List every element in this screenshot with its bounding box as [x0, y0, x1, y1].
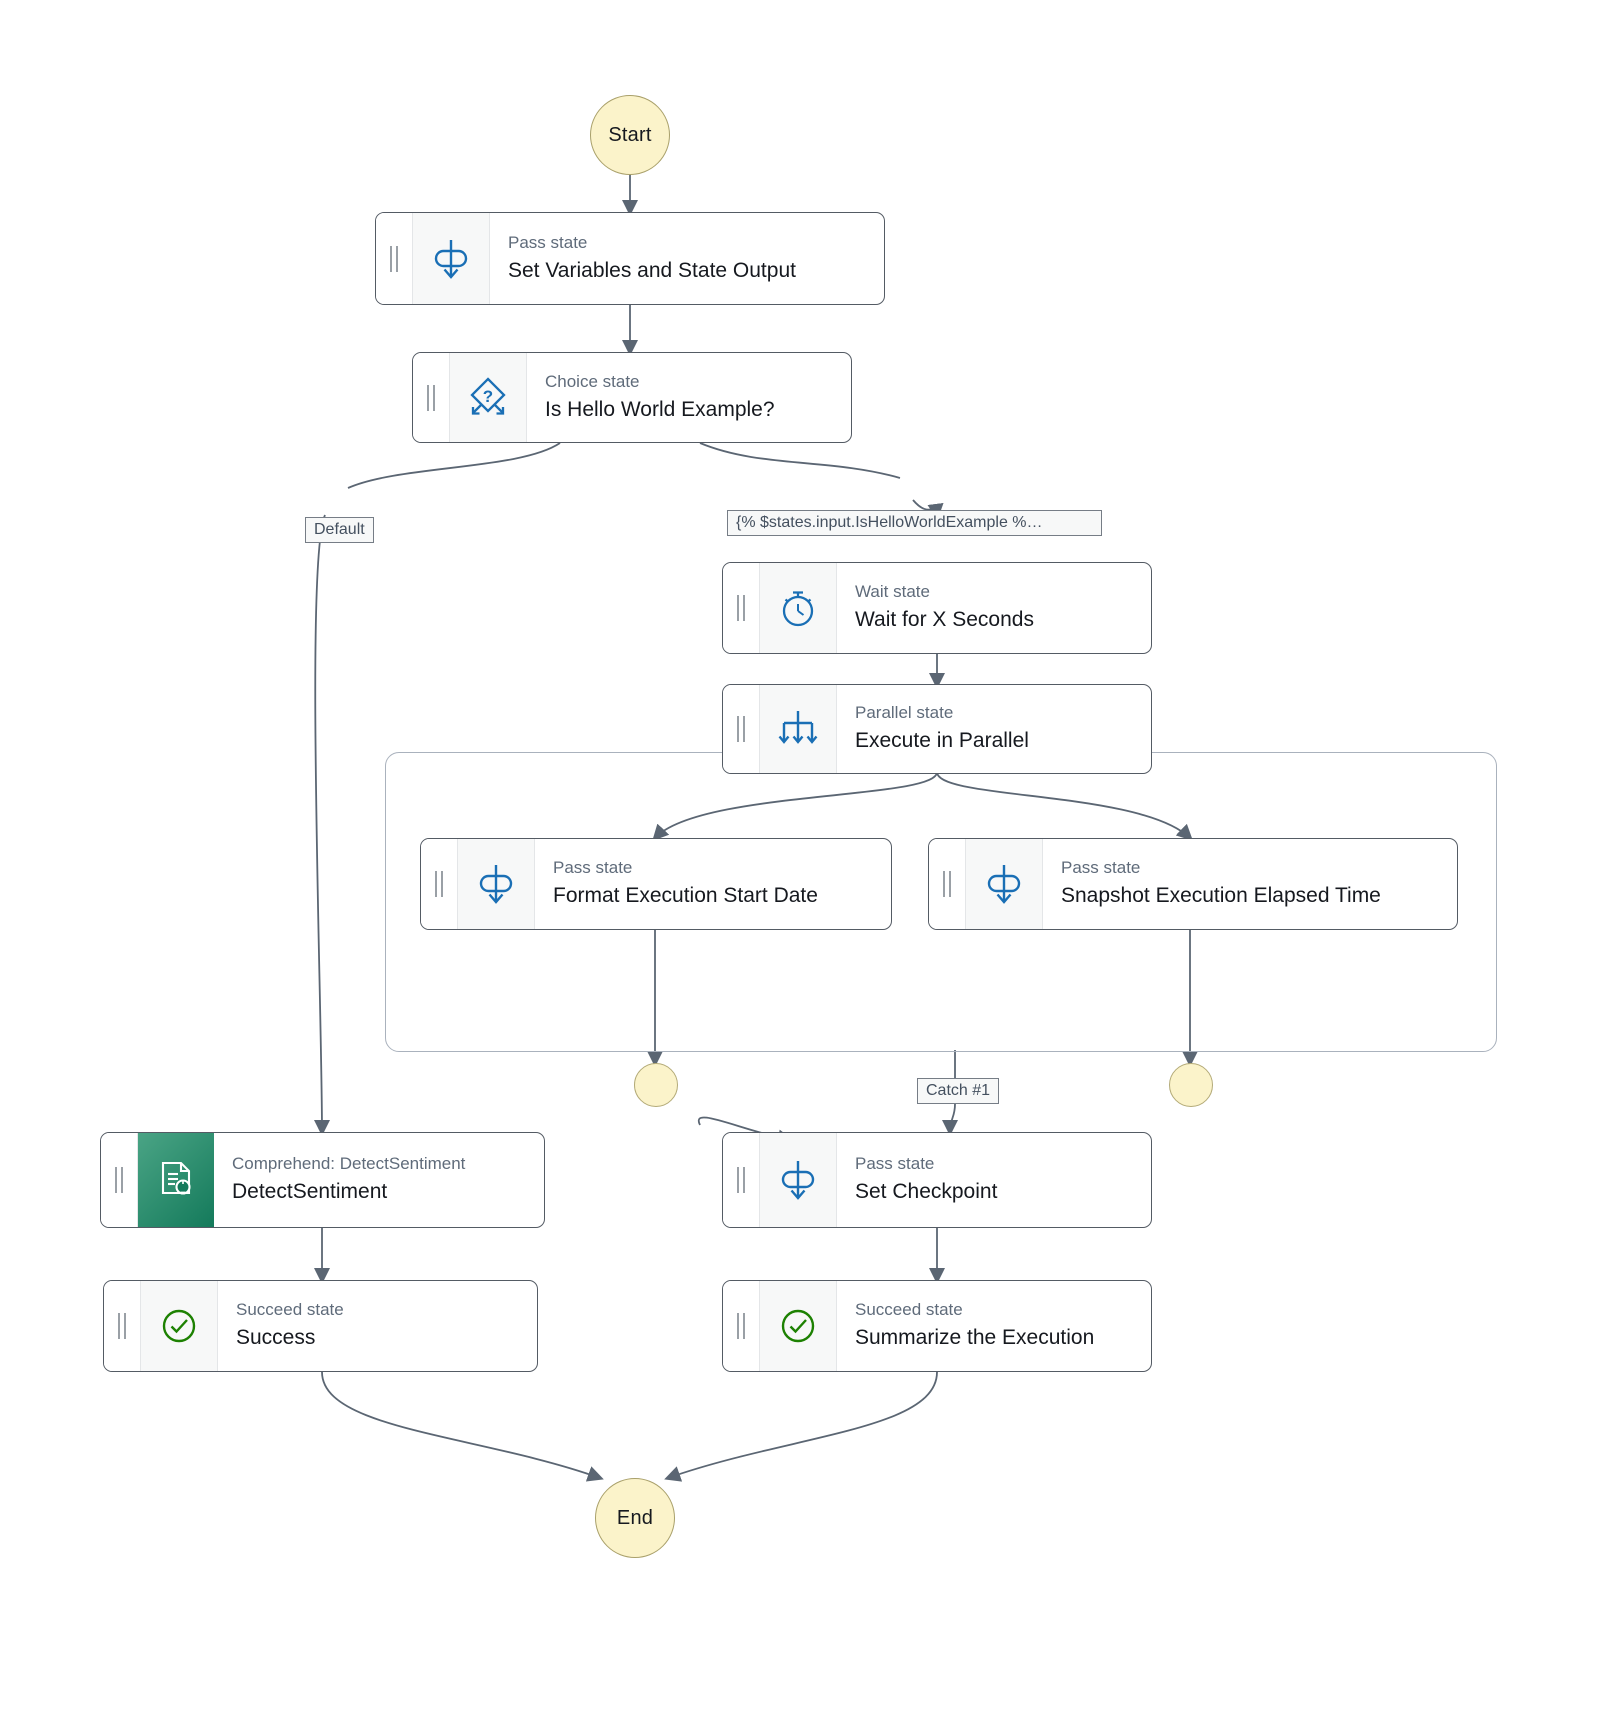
edge-label-default[interactable]: Default: [305, 517, 374, 543]
state-title-label: Is Hello World Example?: [545, 397, 775, 421]
state-node-success[interactable]: Succeed state Success: [103, 1280, 538, 1372]
state-kind-label: Succeed state: [236, 1300, 344, 1320]
pass-state-icon: [966, 839, 1043, 929]
state-title-label: Format Execution Start Date: [553, 884, 818, 908]
drag-handle[interactable]: [723, 563, 760, 653]
state-kind-label: Parallel state: [855, 703, 954, 723]
edge-label-catch-text: Catch #1: [926, 1082, 991, 1099]
start-label: Start: [608, 123, 652, 146]
state-title-label: Snapshot Execution Elapsed Time: [1061, 884, 1381, 908]
edge-label-default-text: Default: [314, 521, 365, 538]
drag-handle[interactable]: [723, 685, 760, 773]
state-title-label: Success: [236, 1326, 316, 1350]
edge-label-choice-condition[interactable]: {% $states.input.IsHelloWorldExample %…: [727, 510, 1102, 536]
end-label: End: [616, 1506, 654, 1529]
state-node-execute-in-parallel[interactable]: Parallel state Execute in Parallel: [722, 684, 1152, 774]
succeed-state-icon: [141, 1281, 218, 1371]
drag-handle[interactable]: [929, 839, 966, 929]
state-title-label: Set Variables and State Output: [508, 258, 796, 282]
state-node-set-checkpoint[interactable]: Pass state Set Checkpoint: [722, 1132, 1152, 1228]
state-kind-label: Wait state: [855, 582, 930, 602]
drag-handle[interactable]: [376, 213, 413, 304]
parallel-branch-end-terminal-2[interactable]: [1169, 1063, 1213, 1107]
state-kind-label: Pass state: [1061, 858, 1141, 878]
state-title-label: Set Checkpoint: [855, 1180, 998, 1204]
drag-handle[interactable]: [421, 839, 458, 929]
state-node-format-execution-start-date[interactable]: Pass state Format Execution Start Date: [420, 838, 892, 930]
drag-handle[interactable]: [104, 1281, 141, 1371]
choice-state-icon: ?: [450, 353, 527, 442]
parallel-branch-end-terminal-1[interactable]: [634, 1063, 678, 1107]
state-node-snapshot-execution-elapsed-time[interactable]: Pass state Snapshot Execution Elapsed Ti…: [928, 838, 1458, 930]
drag-handle[interactable]: [413, 353, 450, 442]
state-node-set-variables-and-state-output[interactable]: Pass state Set Variables and State Outpu…: [375, 212, 885, 305]
state-node-wait-for-x-seconds[interactable]: Wait state Wait for X Seconds: [722, 562, 1152, 654]
start-terminal[interactable]: Start: [590, 95, 670, 175]
state-title-label: Execute in Parallel: [855, 729, 1029, 753]
edge-label-choice-condition-text: {% $states.input.IsHelloWorldExample %…: [736, 514, 1043, 531]
svg-text:?: ?: [483, 387, 493, 406]
state-kind-label: Pass state: [855, 1154, 935, 1174]
state-kind-label: Pass state: [508, 232, 588, 252]
state-kind-label: Succeed state: [855, 1300, 963, 1320]
pass-state-icon: [413, 213, 490, 304]
state-kind-label: Pass state: [553, 858, 633, 878]
state-title-label: Summarize the Execution: [855, 1326, 1095, 1350]
state-node-is-hello-world-example[interactable]: ? Choice state Is Hello World Example?: [412, 352, 852, 443]
pass-state-icon: [458, 839, 535, 929]
state-title-label: DetectSentiment: [232, 1180, 388, 1204]
state-node-summarize-the-execution[interactable]: Succeed state Summarize the Execution: [722, 1280, 1152, 1372]
drag-handle[interactable]: [723, 1133, 760, 1227]
succeed-state-icon: [760, 1281, 837, 1371]
drag-handle[interactable]: [723, 1281, 760, 1371]
state-title-label: Wait for X Seconds: [855, 608, 1034, 632]
state-kind-label: Choice state: [545, 371, 640, 391]
end-terminal[interactable]: End: [595, 1478, 675, 1558]
parallel-state-icon: [760, 685, 837, 773]
drag-handle[interactable]: [101, 1133, 138, 1227]
edge-label-catch[interactable]: Catch #1: [917, 1078, 1000, 1104]
state-kind-label: Comprehend: DetectSentiment: [232, 1154, 466, 1174]
wait-state-icon: [760, 563, 837, 653]
pass-state-icon: [760, 1133, 837, 1227]
comprehend-detect-sentiment-icon: [138, 1133, 214, 1227]
state-node-detect-sentiment[interactable]: Comprehend: DetectSentiment DetectSentim…: [100, 1132, 545, 1228]
